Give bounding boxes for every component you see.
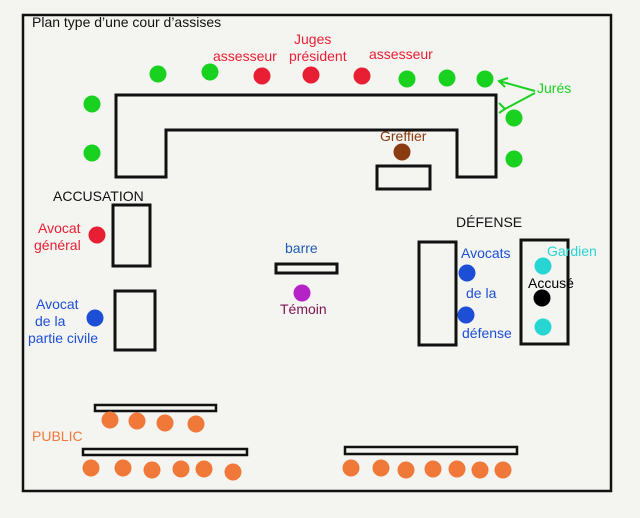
partie-civile-label-3: partie civile	[28, 330, 99, 346]
assesseur-left-label: assesseur	[213, 48, 277, 64]
public-dot	[172, 460, 190, 478]
jures-label: Jurés	[537, 80, 572, 96]
jure-dot	[505, 109, 523, 127]
accuse-dot	[533, 289, 551, 307]
public-bench-3	[343, 445, 519, 456]
barre-rail	[274, 262, 339, 275]
room-outline	[21, 13, 613, 493]
avocats-defense-label-3: défense	[462, 325, 512, 341]
juges-dots	[253, 66, 371, 85]
public-dot	[156, 414, 174, 432]
public-dot	[143, 461, 161, 479]
juge-dot	[253, 67, 271, 85]
defense-desk	[417, 240, 458, 347]
accusation-label: ACCUSATION	[53, 188, 144, 204]
jure-dot	[149, 65, 167, 83]
avocat-defense-dot	[458, 264, 476, 282]
barre-label: barre	[285, 240, 318, 256]
avocats-defense-label-1: Avocats	[461, 245, 511, 261]
avocat-general-dot	[88, 226, 106, 244]
partie-civile-label-1: Avocat	[36, 296, 79, 312]
jure-dot	[476, 70, 494, 88]
jure-dot	[438, 69, 456, 87]
public-dot	[187, 415, 205, 433]
public-dot	[494, 461, 512, 479]
public-dots	[82, 411, 512, 481]
assesseur-right-label: assesseur	[369, 46, 433, 62]
gardien-label: Gardien	[547, 243, 597, 259]
partie-civile-label-2: de la	[35, 313, 66, 329]
avocat-partie-civile-dot	[86, 309, 104, 327]
avocats-defense-label-2: de la	[466, 285, 497, 301]
greffier-dot	[393, 143, 411, 161]
jures-dots	[83, 63, 523, 168]
public-dot	[82, 459, 100, 477]
juge-dot	[302, 66, 320, 84]
gardien-dot	[534, 257, 552, 275]
public-dot	[397, 461, 415, 479]
participant-dots	[86, 143, 552, 336]
partie-civile-desk	[113, 289, 157, 352]
public-bench-1	[93, 403, 218, 413]
plan-title: Plan type d’une cour d’assises	[32, 14, 222, 30]
public-dot	[128, 412, 146, 430]
public-dot	[424, 460, 442, 478]
jure-dot	[398, 70, 416, 88]
juge-dot	[353, 67, 371, 85]
temoin-label: Témoin	[280, 301, 327, 317]
public-label: PUBLIC	[32, 428, 83, 444]
public-dot	[195, 460, 213, 478]
public-dot	[342, 459, 360, 477]
judges-bench	[114, 93, 498, 179]
greffier-desk	[375, 164, 432, 191]
accuse-box	[519, 238, 570, 346]
gardien-dot	[534, 318, 552, 336]
greffier-label: Greffier	[380, 128, 427, 144]
president-label: président	[289, 48, 347, 64]
public-dot	[224, 463, 242, 481]
avocat-general-desk	[111, 203, 152, 268]
public-dot	[372, 459, 390, 477]
jures-arrow	[497, 77, 536, 114]
juges-label: Juges	[294, 31, 332, 47]
public-dot	[101, 411, 119, 429]
public-dot	[114, 459, 132, 477]
jure-dot	[83, 95, 101, 113]
public-bench-2	[81, 447, 249, 457]
avocat-general-label-2: général	[34, 237, 81, 253]
accuse-label: Accusé	[528, 275, 574, 291]
avocat-general-label-1: Avocat	[38, 220, 81, 236]
avocat-defense-dot	[457, 306, 475, 324]
jure-dot	[505, 150, 523, 168]
public-dot	[471, 461, 489, 479]
jure-dot	[201, 63, 219, 81]
jure-dot	[83, 144, 101, 162]
defense-label: DÉFENSE	[456, 214, 523, 230]
temoin-dot	[293, 284, 311, 302]
public-dot	[448, 460, 466, 478]
